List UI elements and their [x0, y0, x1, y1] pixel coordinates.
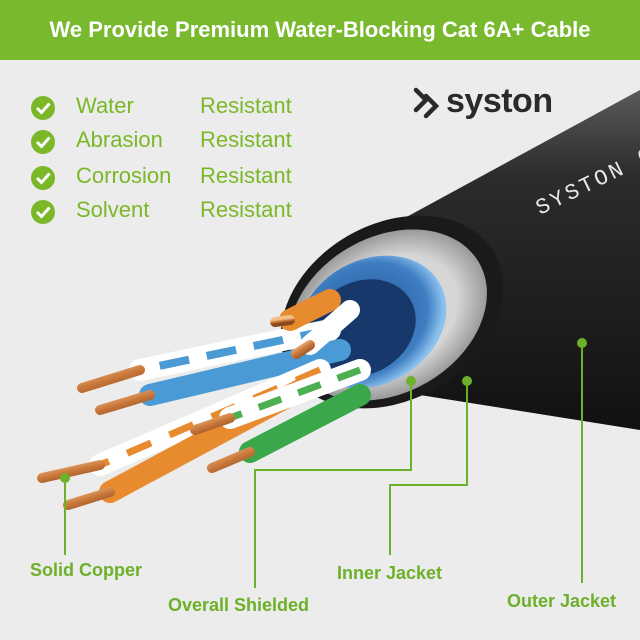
feature-word: Abrasion	[76, 127, 163, 152]
callout-dot-outer-jacket	[577, 338, 587, 348]
syston-logo-icon	[413, 87, 440, 119]
wire-pairs	[89, 289, 371, 503]
check-badge-icon	[31, 96, 55, 120]
copper-conductors	[37, 315, 315, 510]
feature-word: Water	[76, 93, 134, 118]
callout-dot-solid-copper	[60, 473, 70, 483]
top-banner: We Provide Premium Water-Blocking Cat 6A…	[0, 0, 640, 60]
brand-name: syston	[446, 82, 553, 120]
feature-suffix: Resistant	[200, 93, 292, 118]
callout-dot-overall-shielded	[406, 376, 416, 386]
label-solid-copper: Solid Copper	[30, 560, 142, 580]
feature-suffix: Resistant	[200, 127, 292, 152]
brand-logo: syston	[412, 82, 572, 126]
feature-item: Corrosion Resistant	[30, 163, 320, 193]
label-overall-shielded: Overall Shielded	[168, 595, 310, 615]
check-badge-icon	[31, 130, 55, 154]
check-badge-icon	[31, 166, 55, 190]
feature-word: Corrosion	[76, 163, 172, 188]
feature-word: Solvent	[76, 197, 150, 222]
callout-dot-inner-jacket	[462, 376, 472, 386]
callout-lines	[60, 338, 587, 588]
feature-suffix: Resistant	[200, 197, 292, 222]
label-outer-jacket: Outer Jacket	[507, 591, 617, 611]
label-inner-jacket: Inner Jacket	[337, 563, 443, 583]
feature-item: Water Resistant	[30, 93, 320, 123]
feature-suffix: Resistant	[200, 163, 292, 188]
check-badge-icon	[31, 200, 55, 224]
banner-title: We Provide Premium Water-Blocking Cat 6A…	[49, 17, 591, 42]
feature-item: Abrasion Resistant	[30, 127, 320, 157]
feature-item: Solvent Resistant	[30, 197, 320, 227]
